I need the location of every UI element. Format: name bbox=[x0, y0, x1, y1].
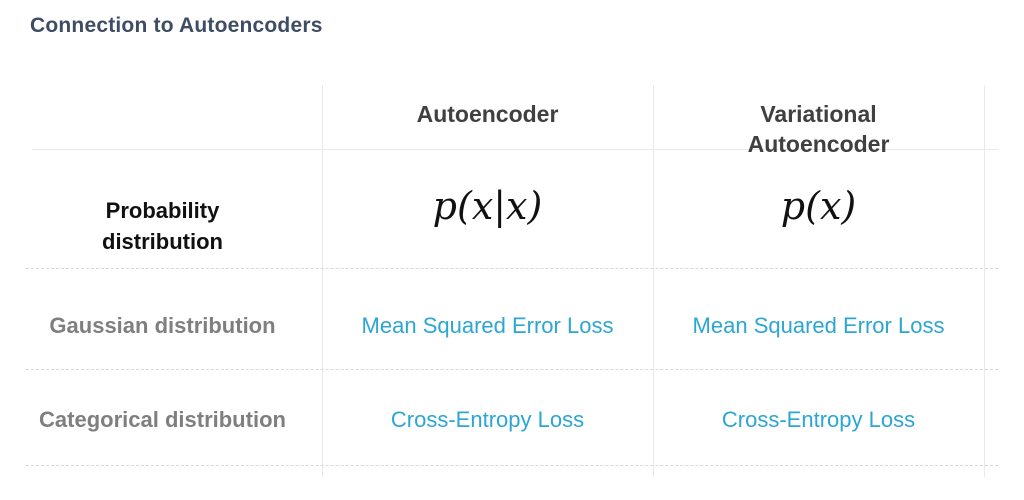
loss-vae-categorical: Cross-Entropy Loss bbox=[721, 407, 916, 432]
row-label-probability-distribution: Probability distribution bbox=[10, 195, 315, 257]
column-divider-1 bbox=[322, 85, 323, 477]
math-autoencoder-distribution: p(x|x) bbox=[432, 184, 543, 228]
slide-title: Connection to Autoencoders bbox=[30, 14, 323, 37]
loss-autoencoder-categorical: Cross-Entropy Loss bbox=[390, 407, 585, 432]
row-divider-dashed-2 bbox=[26, 369, 998, 370]
row-label-probability-distribution-text: Probability distribution bbox=[102, 198, 223, 254]
column-header-autoencoder: Autoencoder bbox=[322, 99, 653, 129]
math-vae-distribution: p(x) bbox=[780, 184, 857, 228]
row-divider-dashed-1 bbox=[26, 268, 998, 269]
loss-autoencoder-gaussian: Mean Squared Error Loss bbox=[361, 313, 614, 338]
column-header-variational-autoencoder: Variational Autoencoder bbox=[653, 99, 984, 159]
column-header-autoencoder-label: Autoencoder bbox=[416, 101, 559, 127]
header-divider-line bbox=[32, 149, 998, 150]
column-divider-3 bbox=[984, 85, 985, 477]
column-divider-2 bbox=[653, 85, 654, 477]
loss-vae-gaussian: Mean Squared Error Loss bbox=[692, 313, 945, 338]
row-label-gaussian-distribution: Gaussian distribution bbox=[49, 313, 276, 338]
column-header-variational-autoencoder-label: Variational Autoencoder bbox=[747, 101, 890, 157]
row-divider-dashed-3 bbox=[26, 465, 998, 466]
row-label-categorical-distribution: Categorical distribution bbox=[39, 407, 286, 432]
